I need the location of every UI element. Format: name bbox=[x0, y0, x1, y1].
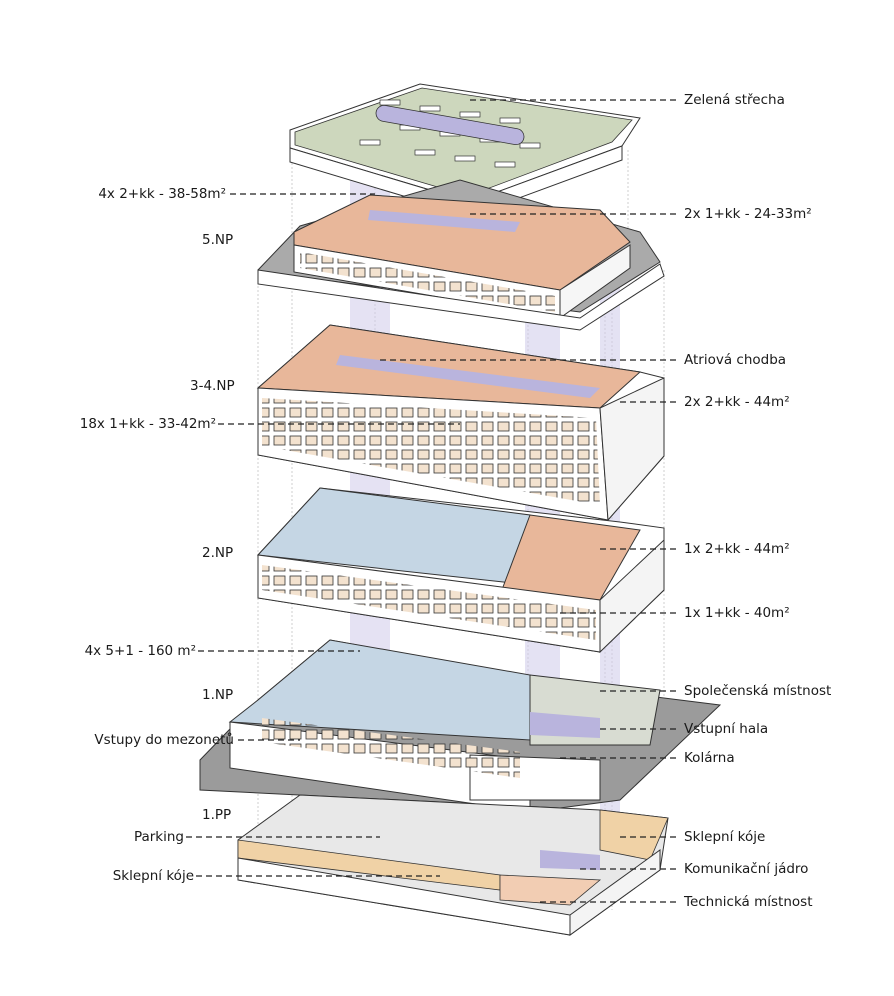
label-technicka-mistnost: Technická místnost bbox=[684, 894, 813, 910]
label-sklepni-koje-left: Sklepní kóje bbox=[112, 868, 194, 884]
label-mezonety: 4x 5+1 - 160 m² bbox=[84, 643, 196, 659]
label-komunikacni-jadro: Komunikační jádro bbox=[684, 861, 809, 877]
label-2np-1kk: 1x 1+kk - 40m² bbox=[684, 605, 790, 621]
floor-label-34np: 3-4.NP bbox=[190, 378, 235, 394]
label-5np-2kk: 4x 2+kk - 38-58m² bbox=[98, 186, 226, 202]
label-zelena-strecha: Zelená střecha bbox=[684, 92, 785, 108]
basement-1pp-block bbox=[237, 794, 669, 936]
label-sklepni-koje-right: Sklepní kóje bbox=[684, 829, 766, 845]
label-34np-2kk: 2x 2+kk - 44m² bbox=[684, 394, 790, 410]
label-kolarna: Kolárna bbox=[684, 750, 735, 766]
label-vstupni-hala: Vstupní hala bbox=[684, 721, 769, 737]
floor-2np-block bbox=[256, 487, 665, 654]
label-spolecenska-mistnost: Společenská místnost bbox=[684, 683, 832, 699]
floor-label-5np: 5.NP bbox=[202, 232, 234, 248]
label-atriova-chodba: Atriová chodba bbox=[684, 352, 787, 368]
floor-34np-block bbox=[256, 324, 665, 522]
label-parking: Parking bbox=[133, 829, 184, 845]
label-vstupy-do-mezonetu: Vstupy do mezonetů bbox=[94, 732, 234, 748]
leader-lines bbox=[186, 99, 680, 903]
floor-1np-block bbox=[199, 639, 722, 813]
floor-label-1pp: 1.PP bbox=[202, 807, 232, 823]
label-2np-2kk: 1x 2+kk - 44m² bbox=[684, 541, 790, 557]
floor-5np-block bbox=[257, 179, 665, 331]
label-34np-1kk: 18x 1+kk - 33-42m² bbox=[79, 416, 216, 432]
label-5np-1kk: 2x 1+kk - 24-33m² bbox=[684, 206, 812, 222]
floor-label-2np: 2.NP bbox=[202, 545, 234, 561]
floor-label-1np: 1.NP bbox=[202, 687, 234, 703]
